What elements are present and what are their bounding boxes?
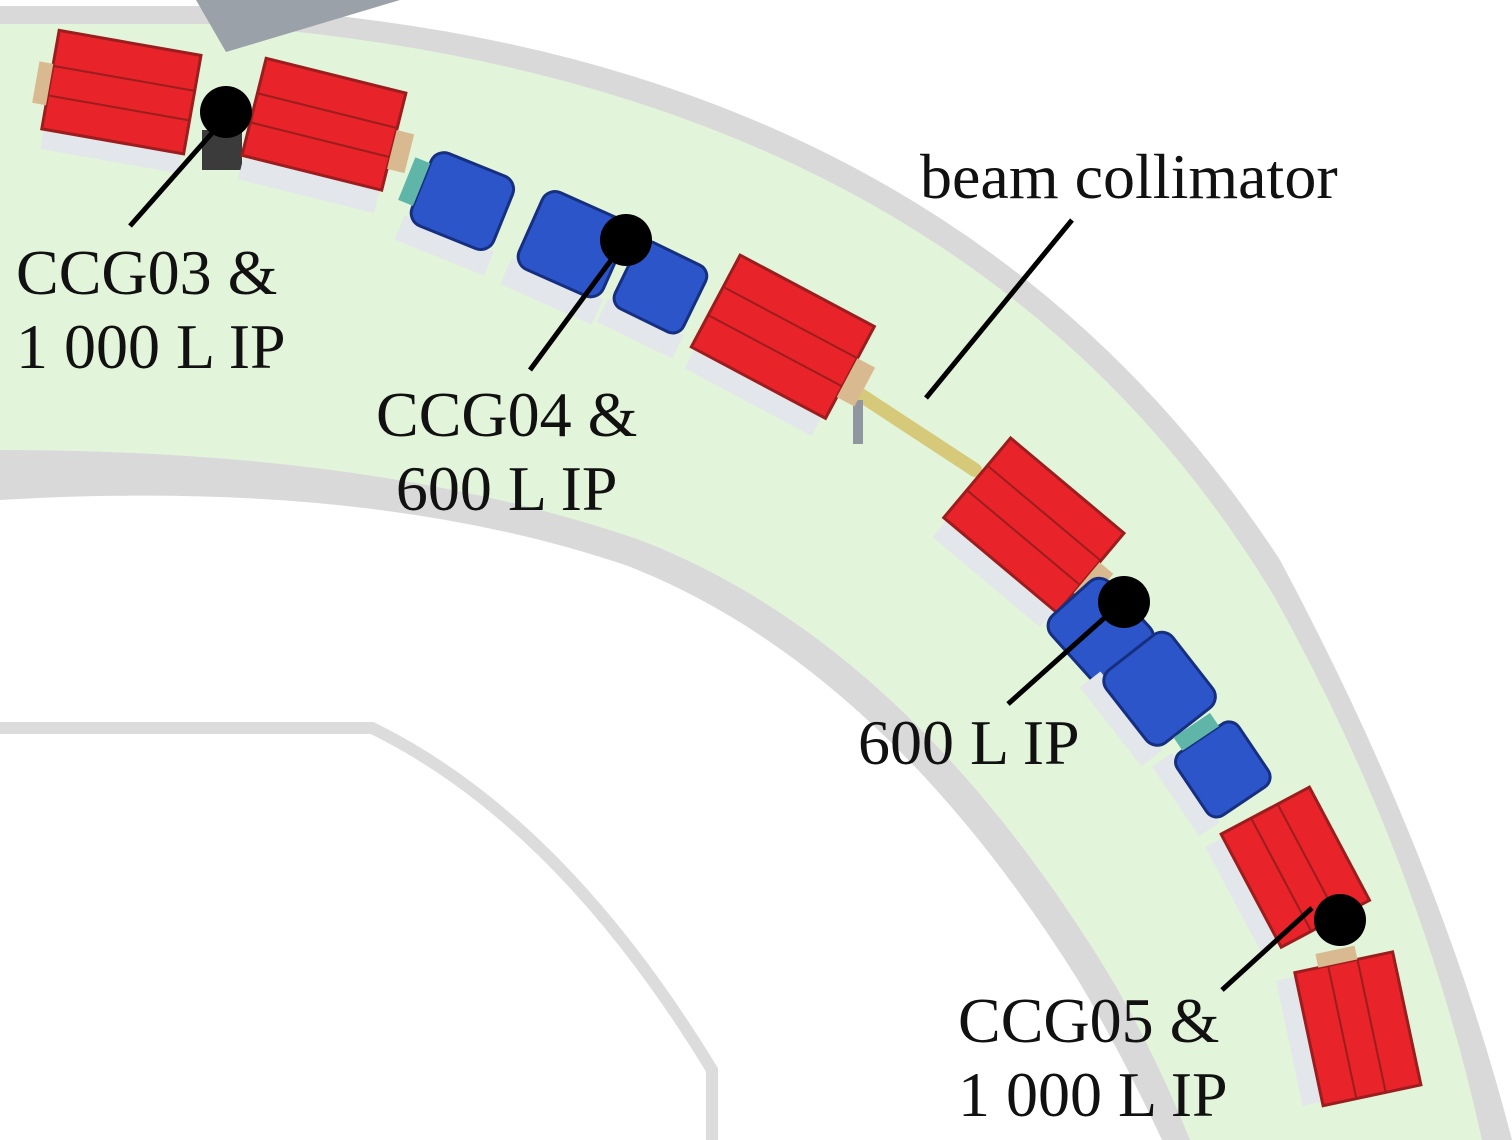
dipole-magnet-2 bbox=[238, 56, 415, 213]
tunnel-floor bbox=[0, 24, 1482, 1140]
dipole-magnet-1 bbox=[32, 28, 203, 174]
marker-ip600 bbox=[1098, 576, 1150, 628]
quadrupole-magnet-1 bbox=[395, 151, 516, 276]
marker-ccg03 bbox=[200, 86, 252, 138]
marker-ccg04 bbox=[600, 214, 652, 266]
quadrupole-magnet-5 bbox=[1079, 630, 1217, 767]
label-ccg03-line1: CCG03 & bbox=[16, 237, 278, 308]
label-ip600-line1: 600 L IP bbox=[858, 707, 1080, 778]
quadrupole-magnet-3 bbox=[596, 239, 709, 359]
quadrupole-magnet-6 bbox=[1152, 712, 1272, 837]
label-ccg03: CCG03 & 1 000 L IP bbox=[16, 236, 286, 384]
label-ccg05-line1: CCG05 & bbox=[958, 985, 1220, 1056]
leader-line-collimator bbox=[924, 218, 1074, 400]
label-ccg04-line2: 600 L IP bbox=[395, 453, 618, 524]
inner-ring-outline bbox=[0, 722, 718, 1140]
label-collimator-line1: beam collimator bbox=[920, 141, 1338, 212]
label-ccg03-line2: 1 000 L IP bbox=[16, 311, 286, 382]
label-ccg04-line1: CCG04 & bbox=[376, 379, 638, 450]
leader-line-ccg04 bbox=[527, 246, 623, 372]
dipole-magnet-3 bbox=[684, 253, 877, 436]
label-ccg04: CCG04 & 600 L IP bbox=[376, 378, 637, 526]
injection-block bbox=[196, 0, 400, 52]
label-ccg05-line2: 1 000 L IP bbox=[958, 1059, 1228, 1130]
beam-collimator-pipe bbox=[843, 381, 982, 477]
inner-tunnel-wall bbox=[0, 450, 1190, 1140]
marker-ccg05 bbox=[1314, 894, 1366, 946]
label-ccg05: CCG05 & 1 000 L IP bbox=[958, 984, 1228, 1132]
label-ip600: 600 L IP bbox=[858, 706, 1080, 780]
leader-line-ccg05 bbox=[1220, 906, 1314, 992]
leader-line-ip600 bbox=[1006, 602, 1122, 706]
leader-line-ccg03 bbox=[128, 122, 222, 228]
dipole-magnet-6 bbox=[1276, 945, 1423, 1108]
label-collimator: beam collimator bbox=[920, 140, 1338, 214]
